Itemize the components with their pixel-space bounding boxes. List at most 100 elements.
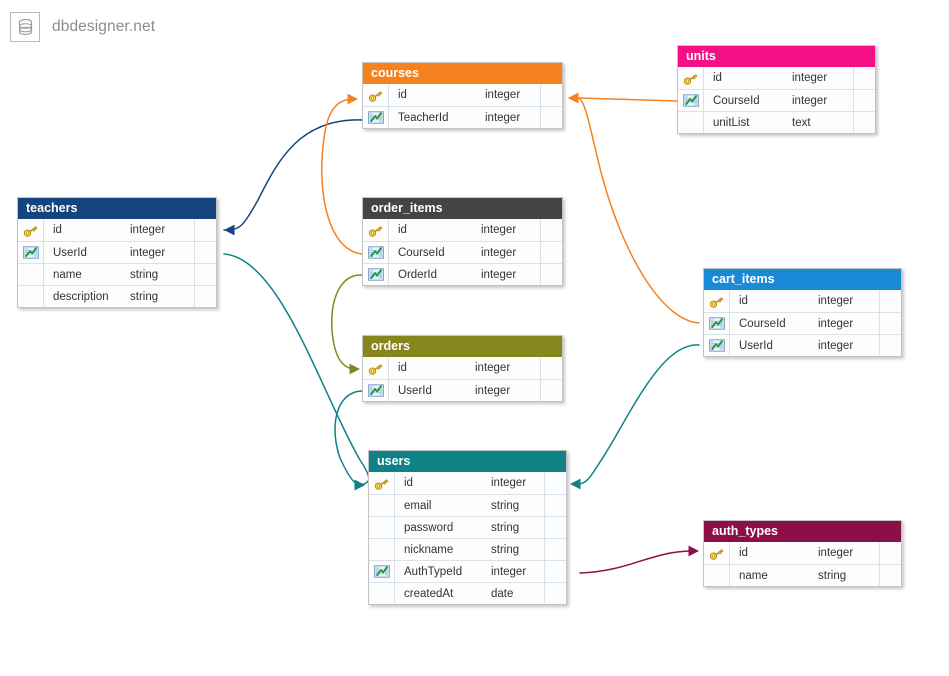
field-row[interactable]: UserId integer — [18, 241, 216, 263]
field-extra-cell — [879, 335, 901, 356]
field-row[interactable]: nickname string — [369, 538, 566, 560]
primary-key-cell — [369, 472, 395, 494]
field-name: id — [398, 89, 407, 101]
field-type: string — [491, 543, 520, 556]
no-key-cell — [369, 583, 395, 604]
field-name: name — [739, 569, 768, 582]
field-name: UserId — [53, 246, 87, 259]
field-extra-cell — [879, 290, 901, 312]
field-extra-cell — [544, 472, 566, 494]
relation-arrowhead — [354, 479, 365, 491]
no-key-cell — [704, 565, 730, 586]
foreign-key-icon — [373, 565, 390, 578]
foreign-key-cell — [363, 380, 389, 401]
relation-units-courseid-to-courses-id — [568, 92, 678, 104]
field-name: AuthTypeId — [404, 565, 463, 578]
field-type: integer — [130, 246, 166, 259]
field-extra-cell — [540, 107, 562, 128]
field-name: OrderId — [398, 268, 437, 281]
field-type: string — [130, 268, 159, 281]
field-type: integer — [818, 317, 854, 330]
relation-arrowhead — [568, 92, 579, 104]
field-extra-cell — [194, 242, 216, 263]
field-extra-cell — [544, 583, 566, 604]
key-icon — [374, 478, 388, 490]
primary-key-cell — [363, 357, 389, 379]
field-name: id — [53, 224, 62, 236]
no-key-cell — [369, 495, 395, 516]
foreign-key-icon — [708, 317, 725, 330]
key-icon — [709, 548, 723, 560]
field-extra-cell — [879, 313, 901, 334]
relation-arrowhead — [224, 224, 235, 236]
field-extra-cell — [544, 539, 566, 560]
field-extra-cell — [194, 286, 216, 307]
table-title-courses: courses — [363, 63, 562, 84]
no-key-cell — [678, 112, 704, 133]
field-extra-cell — [879, 542, 901, 564]
field-name: id — [713, 72, 722, 84]
field-name: id — [739, 295, 748, 307]
primary-key-cell — [704, 542, 730, 564]
field-extra-cell — [540, 380, 562, 401]
field-name: email — [404, 499, 432, 512]
field-name: CourseId — [713, 94, 760, 107]
brand: dbdesigner.net — [10, 12, 155, 42]
table-title-teachers: teachers — [18, 198, 216, 219]
foreign-key-icon — [682, 94, 699, 107]
no-key-cell — [369, 539, 395, 560]
field-row[interactable]: id integer — [704, 290, 901, 312]
table-title-users: users — [369, 451, 566, 472]
field-extra-cell — [853, 90, 875, 111]
field-type: string — [491, 499, 520, 512]
field-type: integer — [818, 295, 854, 307]
primary-key-cell — [678, 67, 704, 89]
field-type: string — [491, 521, 520, 534]
key-icon — [368, 225, 382, 237]
field-name: nickname — [404, 543, 454, 556]
field-row[interactable]: email string — [369, 494, 566, 516]
field-extra-cell — [853, 67, 875, 89]
relation-courses-teacherid-to-teachers-id — [223, 119, 363, 236]
field-extra-cell — [853, 112, 875, 133]
foreign-key-icon — [367, 268, 384, 281]
key-icon — [709, 296, 723, 308]
field-name: id — [739, 547, 748, 559]
relation-users-authtypeid-to-auth_types-id — [579, 545, 699, 574]
field-name: UserId — [398, 384, 432, 397]
